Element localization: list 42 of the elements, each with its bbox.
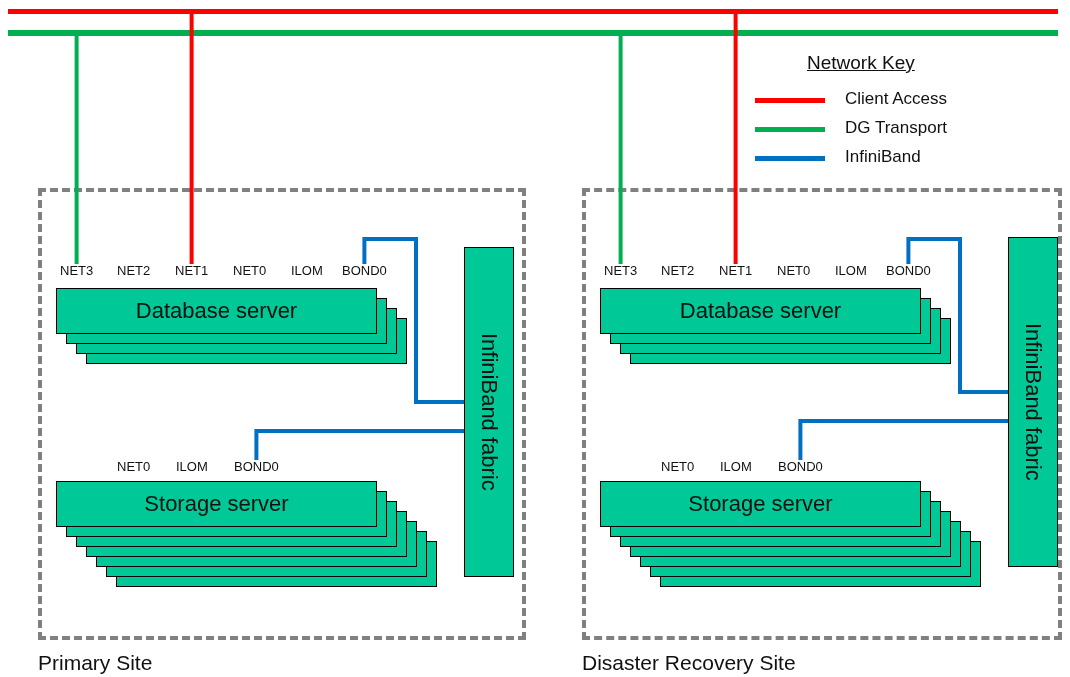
network-cable bbox=[906, 237, 1008, 394]
stacked-server-drawing bbox=[56, 288, 407, 362]
site-label: Primary Site bbox=[38, 651, 153, 675]
port-label: BOND0 bbox=[778, 460, 823, 474]
network-cable bbox=[618, 36, 623, 264]
port-label: NET2 bbox=[117, 264, 151, 278]
port-label: NET0 bbox=[233, 264, 267, 278]
legend-label: InfiniBand bbox=[845, 147, 921, 167]
port-label: BOND0 bbox=[886, 264, 931, 278]
network-cable bbox=[798, 419, 1008, 460]
port-label: ILOM bbox=[291, 264, 323, 278]
port-label: NET2 bbox=[661, 264, 695, 278]
fabric-switch-box: InfiniBand fabric bbox=[1008, 237, 1058, 567]
network-cable bbox=[733, 14, 738, 264]
port-label: ILOM bbox=[720, 460, 752, 474]
server-label: Database server bbox=[678, 298, 843, 324]
legend-label: DG Transport bbox=[845, 118, 948, 138]
server-label: Storage server bbox=[143, 491, 290, 517]
server-label: Database server bbox=[134, 298, 299, 324]
port-label: BOND0 bbox=[234, 460, 279, 474]
legend-title: Network Key bbox=[807, 52, 915, 74]
fabric-switch-box: InfiniBand fabric bbox=[464, 247, 514, 577]
port-label: BOND0 bbox=[342, 264, 387, 278]
port-label: NET3 bbox=[604, 264, 638, 278]
port-label: ILOM bbox=[835, 264, 867, 278]
network-cable bbox=[189, 14, 194, 264]
port-label: NET0 bbox=[117, 460, 151, 474]
port-label: ILOM bbox=[176, 460, 208, 474]
port-label: NET3 bbox=[60, 264, 94, 278]
port-label: NET1 bbox=[175, 264, 209, 278]
stacked-server-drawing bbox=[600, 481, 981, 587]
stacked-server-drawing bbox=[56, 481, 437, 587]
stacked-server-drawing bbox=[600, 288, 951, 362]
port-label: NET0 bbox=[777, 264, 811, 278]
port-label: NET0 bbox=[661, 460, 695, 474]
network-cable bbox=[362, 237, 464, 404]
network-cable bbox=[254, 429, 464, 460]
legend-label: Client Access bbox=[845, 89, 948, 109]
network-cable bbox=[74, 36, 79, 264]
port-label: NET1 bbox=[719, 264, 753, 278]
server-label: Storage server bbox=[687, 491, 834, 517]
site-label: Disaster Recovery Site bbox=[582, 651, 796, 675]
